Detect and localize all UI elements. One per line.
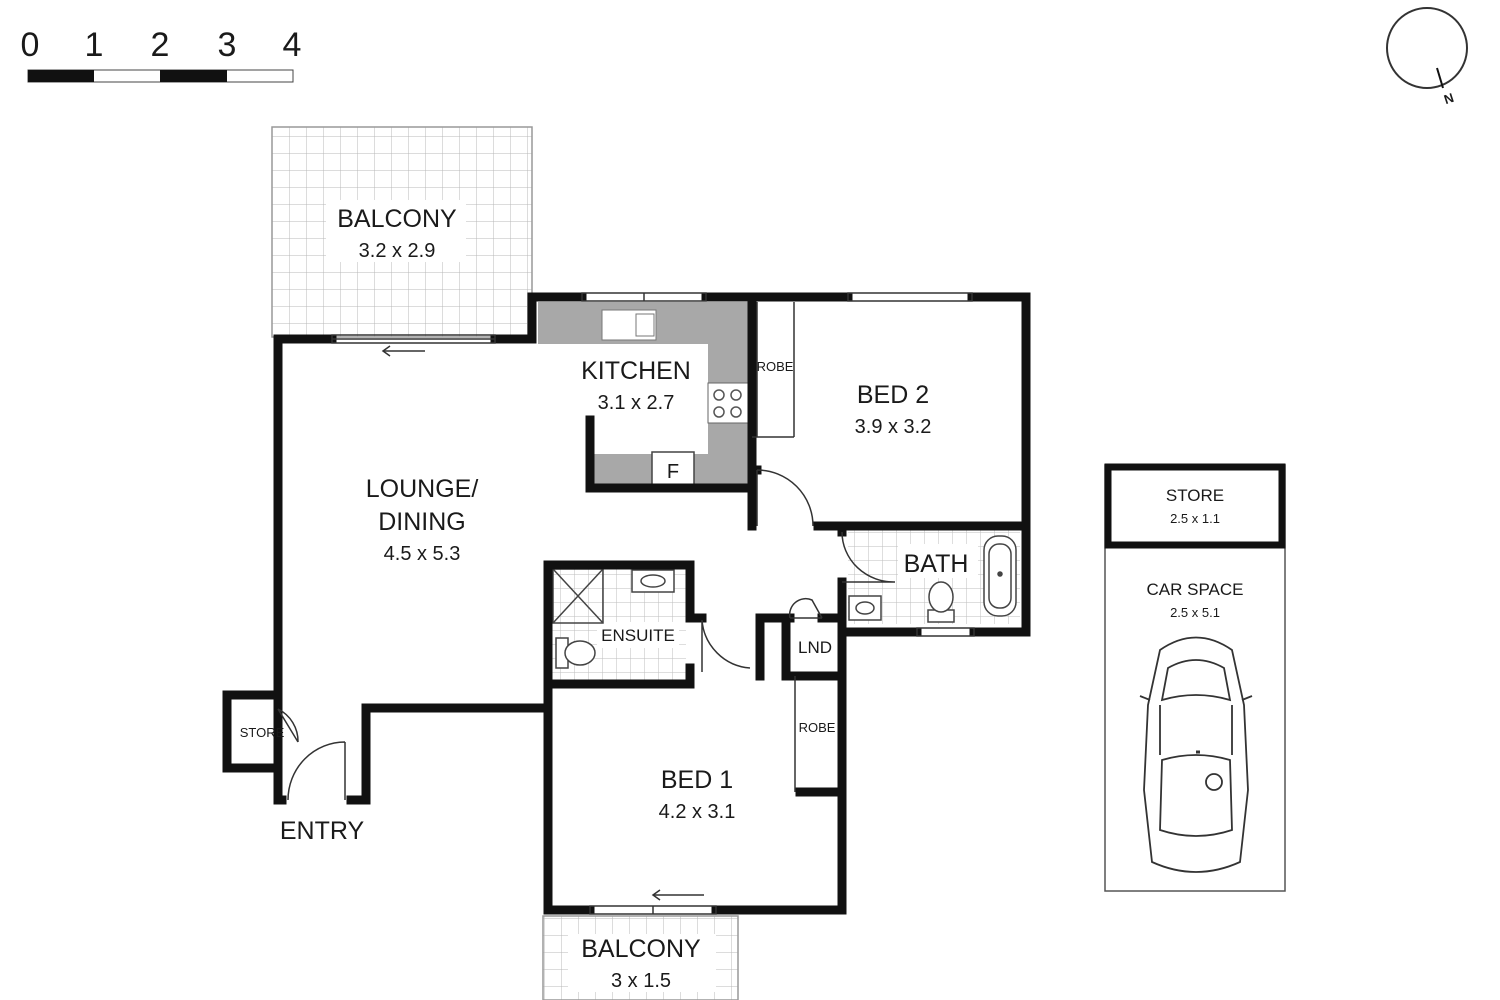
lounge-dims: 4.5 x 5.3 [384, 543, 461, 565]
scale-tick-2: 2 [151, 26, 170, 64]
store-car-name: STORE [1166, 486, 1224, 505]
fridge-label: F [667, 461, 679, 483]
car-space-dims: 2.5 x 5.1 [1170, 605, 1220, 620]
north-label: N [1442, 90, 1456, 107]
store-car-dims: 2.5 x 1.1 [1170, 511, 1220, 526]
bed1-name: BED 1 [661, 766, 733, 794]
scale-bar: 0 1 2 3 4 [21, 26, 302, 83]
bed2-name: BED 2 [857, 381, 929, 409]
lounge-name-line2: DINING [378, 508, 466, 536]
car-icon [1139, 636, 1253, 873]
room-labels: BALCONY 3.2 x 2.9 KITCHEN 3.1 x 2.7 ROBE… [240, 205, 1244, 992]
lounge-name-line1: LOUNGE/ [366, 475, 479, 503]
balcony-bottom [542, 915, 739, 1000]
robe-bed1-name: ROBE [799, 720, 836, 735]
bed2-dims: 3.9 x 3.2 [855, 416, 932, 438]
scale-tick-1: 1 [85, 26, 104, 64]
ensuite-name: ENSUITE [601, 626, 675, 645]
bath-name: BATH [904, 550, 969, 578]
car-space-area [1104, 463, 1286, 892]
thin-lines [277, 292, 975, 915]
robe-bed2-name: ROBE [757, 359, 794, 374]
kitchen-bench: F [538, 302, 749, 489]
kitchen-dims: 3.1 x 2.7 [598, 392, 675, 414]
scale-tick-0: 0 [21, 26, 40, 64]
bed1-dims: 4.2 x 3.1 [659, 801, 736, 823]
walls [222, 292, 1031, 915]
north-arrow-icon: N [1386, 7, 1468, 107]
store-entry-name: STORE [240, 725, 285, 740]
balcony-bottom-dims: 3 x 1.5 [611, 970, 671, 992]
scale-tick-3: 3 [218, 26, 237, 64]
lnd-name: LND [798, 638, 832, 657]
kitchen-name: KITCHEN [581, 357, 691, 385]
car-space-name: CAR SPACE [1147, 580, 1244, 599]
balcony-top-name: BALCONY [337, 205, 457, 233]
scale-tick-4: 4 [283, 26, 302, 64]
entry-name: ENTRY [280, 817, 365, 845]
balcony-bottom-name: BALCONY [581, 935, 701, 963]
balcony-top [271, 126, 533, 338]
balcony-top-dims: 3.2 x 2.9 [359, 240, 436, 262]
